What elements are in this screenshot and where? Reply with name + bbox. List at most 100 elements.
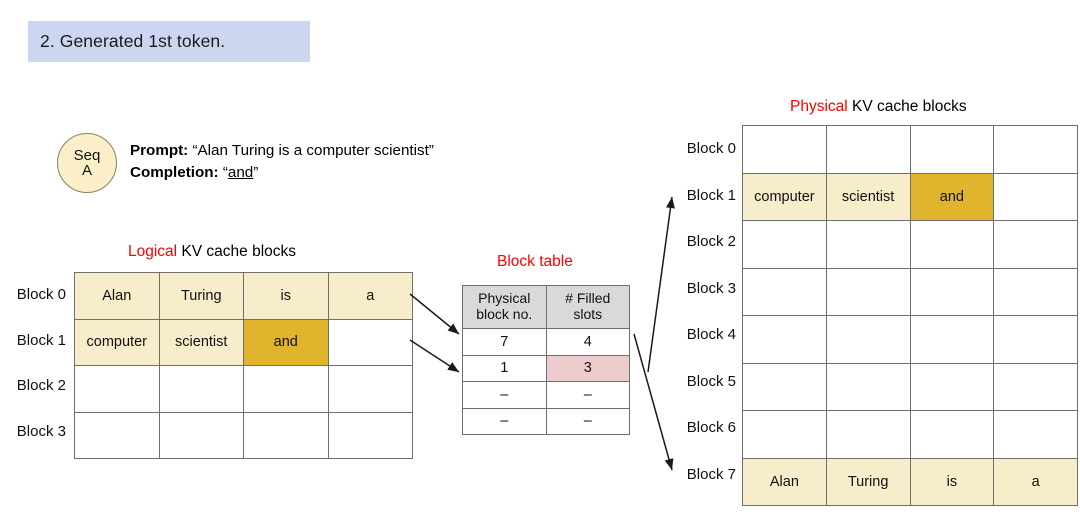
block-table-cell: –: [545, 381, 630, 409]
block-table-row: ––: [462, 407, 630, 435]
logical-table-cell: [74, 365, 160, 413]
logical-table-cell: a: [327, 272, 413, 320]
logical-table-row: [74, 411, 413, 459]
physical-table-row: [742, 220, 1078, 269]
logical-table-row-label: Block 0: [16, 286, 66, 303]
step-banner: 2. Generated 1st token.: [28, 21, 310, 62]
block-table-cell: –: [462, 407, 547, 435]
physical-table-cell: scientist: [825, 172, 911, 221]
blocktable-row1-to-physical-block1: [647, 196, 675, 373]
physical-table-cell: [909, 315, 995, 364]
block-table-caption: Block table: [497, 253, 573, 270]
physical-table-row-label: Block 2: [686, 233, 736, 250]
prompt-completion-block: Prompt: “Alan Turing is a computer scien…: [130, 140, 434, 183]
physical-table-cell: [993, 410, 1078, 459]
physical-table-cell: a: [993, 457, 1078, 506]
physical-table-cell: [825, 267, 911, 316]
logical-table-row: [74, 365, 413, 413]
physical-table-row: [742, 315, 1078, 364]
completion-label: Completion:: [130, 163, 219, 181]
physical-table-cell: [742, 267, 827, 316]
physical-table-cell: [825, 220, 911, 269]
sequence-badge-line2: A: [81, 162, 92, 179]
physical-table-cell: [909, 125, 995, 174]
completion-value: and: [227, 163, 254, 181]
block-table-cell: 7: [462, 328, 547, 356]
blocktable-row0-to-physical-block7: [633, 333, 674, 471]
logical-table-caption: Logical KV cache blocks: [128, 243, 296, 261]
physical-table-cell: [993, 315, 1078, 364]
sequence-badge-line1: Seq: [73, 146, 101, 164]
prompt-line: Prompt: “Alan Turing is a computer scien…: [130, 140, 434, 162]
sequence-badge: Seq A: [57, 133, 117, 193]
block-table-cell: 1: [462, 354, 547, 382]
physical-table-cell: [742, 220, 827, 269]
prompt-label: Prompt:: [130, 142, 189, 159]
completion-line: Completion: “and”: [130, 162, 434, 184]
logical-table-cell: [243, 365, 329, 413]
logical-table-cell: Turing: [158, 272, 244, 320]
physical-table-row-label: Block 7: [686, 465, 736, 483]
logical-table-cell: [327, 365, 413, 413]
logical-caption-rest: KV cache blocks: [177, 243, 297, 260]
block-table-cell: 4: [545, 328, 630, 356]
completion-open-quote: “: [222, 163, 228, 181]
physical-table-cell: [742, 410, 827, 459]
block-table-row: ––: [462, 381, 630, 409]
logical-table-row-label: Block 3: [16, 422, 66, 440]
physical-table-cell: is: [909, 457, 995, 506]
physical-table-cell: [909, 267, 995, 316]
logical-table-cell: Alan: [74, 272, 160, 320]
logical-table-cell: [327, 411, 413, 459]
physical-table-cell: [909, 362, 995, 411]
physical-caption-rest: KV cache blocks: [847, 98, 967, 115]
physical-table-cell: [993, 125, 1078, 174]
physical-table-cell: and: [909, 172, 995, 221]
physical-table-cell: [825, 362, 911, 411]
physical-table-cell: [993, 220, 1078, 269]
logical-table-cell: and: [243, 318, 329, 366]
prompt-value: “Alan Turing is a computer scientist”: [192, 142, 434, 159]
logical-block1-to-blocktable-row1: [409, 339, 460, 373]
physical-table-row-label: Block 6: [686, 419, 736, 436]
physical-table-row-label: Block 3: [686, 279, 736, 297]
physical-table-row-label: Block 5: [686, 372, 736, 390]
logical-table-cell: [243, 411, 329, 459]
physical-table-cell: computer: [742, 172, 827, 221]
logical-table-row-label: Block 1: [16, 331, 66, 349]
completion-close-quote: ”: [253, 163, 259, 181]
logical-table-cell: computer: [74, 318, 160, 366]
logical-table-cell: [158, 411, 244, 459]
logical-table-cell: [74, 411, 160, 459]
physical-table-cell: [993, 172, 1078, 221]
logical-table-cell: [158, 365, 244, 413]
physical-table-row-label: Block 1: [686, 186, 736, 204]
physical-table-cell: [993, 267, 1078, 316]
physical-table-row: [742, 410, 1078, 459]
logical-table-cell: is: [243, 272, 329, 320]
physical-table-cell: [825, 315, 911, 364]
block-table-cell: –: [462, 381, 547, 409]
physical-table-caption: Physical KV cache blocks: [790, 98, 967, 116]
physical-table-cell: [909, 220, 995, 269]
physical-table-cell: [909, 410, 995, 459]
block-table-cell: –: [545, 407, 630, 435]
logical-block0-to-blocktable-row0: [409, 293, 460, 335]
logical-table-cell: scientist: [158, 318, 244, 366]
physical-table-cell: [742, 315, 827, 364]
block-table-cell: 3: [545, 354, 630, 382]
logical-table-cell: [327, 318, 413, 366]
physical-table-cell: [742, 362, 827, 411]
physical-table-row-label: Block 4: [686, 326, 736, 343]
physical-table-cell: [825, 125, 911, 174]
physical-table-cell: Turing: [825, 457, 911, 506]
step-banner-text: 2. Generated 1st token.: [40, 31, 226, 51]
